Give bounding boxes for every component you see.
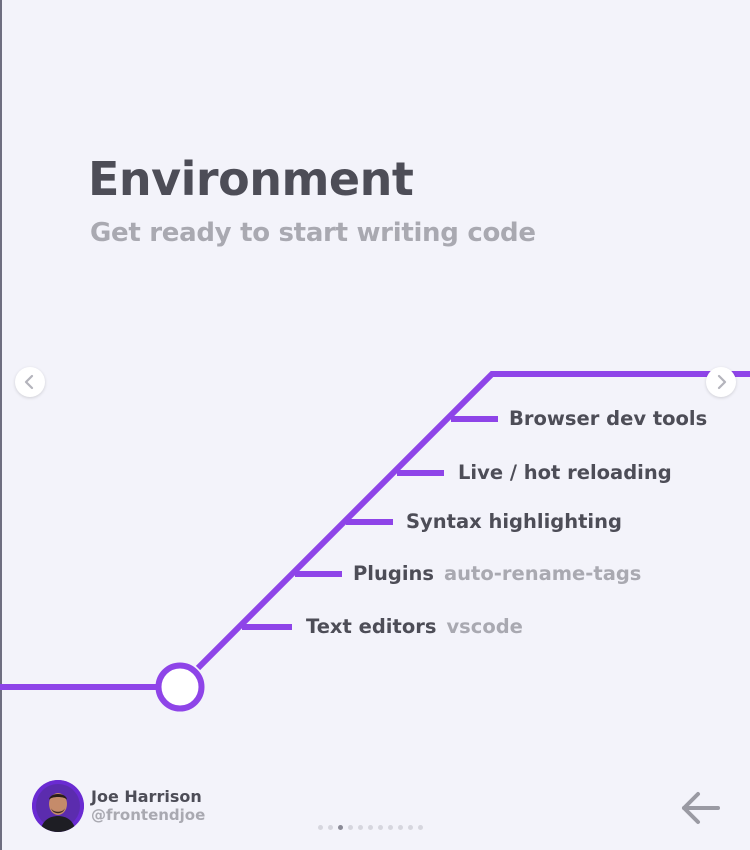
chevron-right-icon	[717, 374, 727, 390]
page-dot[interactable]	[418, 825, 423, 830]
page-dot-active[interactable]	[338, 825, 343, 830]
arrow-left-icon	[682, 792, 720, 824]
roadmap-step-browser-dev-tools: Browser dev tools	[509, 407, 707, 431]
step-label: Text editors	[306, 615, 437, 638]
step-label: Live / hot reloading	[458, 461, 672, 484]
page-dot[interactable]	[408, 825, 413, 830]
page-dot[interactable]	[358, 825, 363, 830]
author-name[interactable]: Joe Harrison	[91, 787, 202, 806]
step-label: Syntax highlighting	[406, 510, 622, 533]
page-dot[interactable]	[318, 825, 323, 830]
step-label: Plugins	[353, 562, 434, 585]
roadmap-start-node	[155, 662, 205, 712]
page-dot[interactable]	[348, 825, 353, 830]
page-dot[interactable]	[378, 825, 383, 830]
author-handle[interactable]: @frontendjoe	[91, 806, 206, 824]
carousel-left-edge	[0, 0, 2, 850]
avatar-photo	[32, 780, 84, 832]
carousel-next-button[interactable]	[706, 367, 736, 397]
page-dot[interactable]	[368, 825, 373, 830]
roadmap-step-live-reloading: Live / hot reloading	[458, 461, 672, 485]
step-label: Browser dev tools	[509, 407, 708, 430]
page-dot[interactable]	[398, 825, 403, 830]
step-detail: auto-rename-tags	[444, 562, 642, 585]
roadmap-step-syntax-highlighting: Syntax highlighting	[406, 510, 622, 534]
step-detail: vscode	[446, 615, 523, 638]
author-avatar[interactable]	[32, 780, 84, 832]
page-dot[interactable]	[388, 825, 393, 830]
roadmap-diagonal	[195, 370, 496, 671]
page-dot[interactable]	[328, 825, 333, 830]
carousel-pagination	[318, 825, 423, 830]
carousel-prev-button[interactable]	[15, 367, 45, 397]
chevron-left-icon	[24, 374, 34, 390]
roadmap-step-plugins: Plugins auto-rename-tags	[353, 562, 641, 586]
slide-subtitle: Get ready to start writing code	[90, 218, 536, 248]
roadmap-step-text-editors: Text editors vscode	[306, 615, 523, 639]
slide-title: Environment	[88, 152, 414, 206]
back-button[interactable]	[678, 786, 724, 834]
